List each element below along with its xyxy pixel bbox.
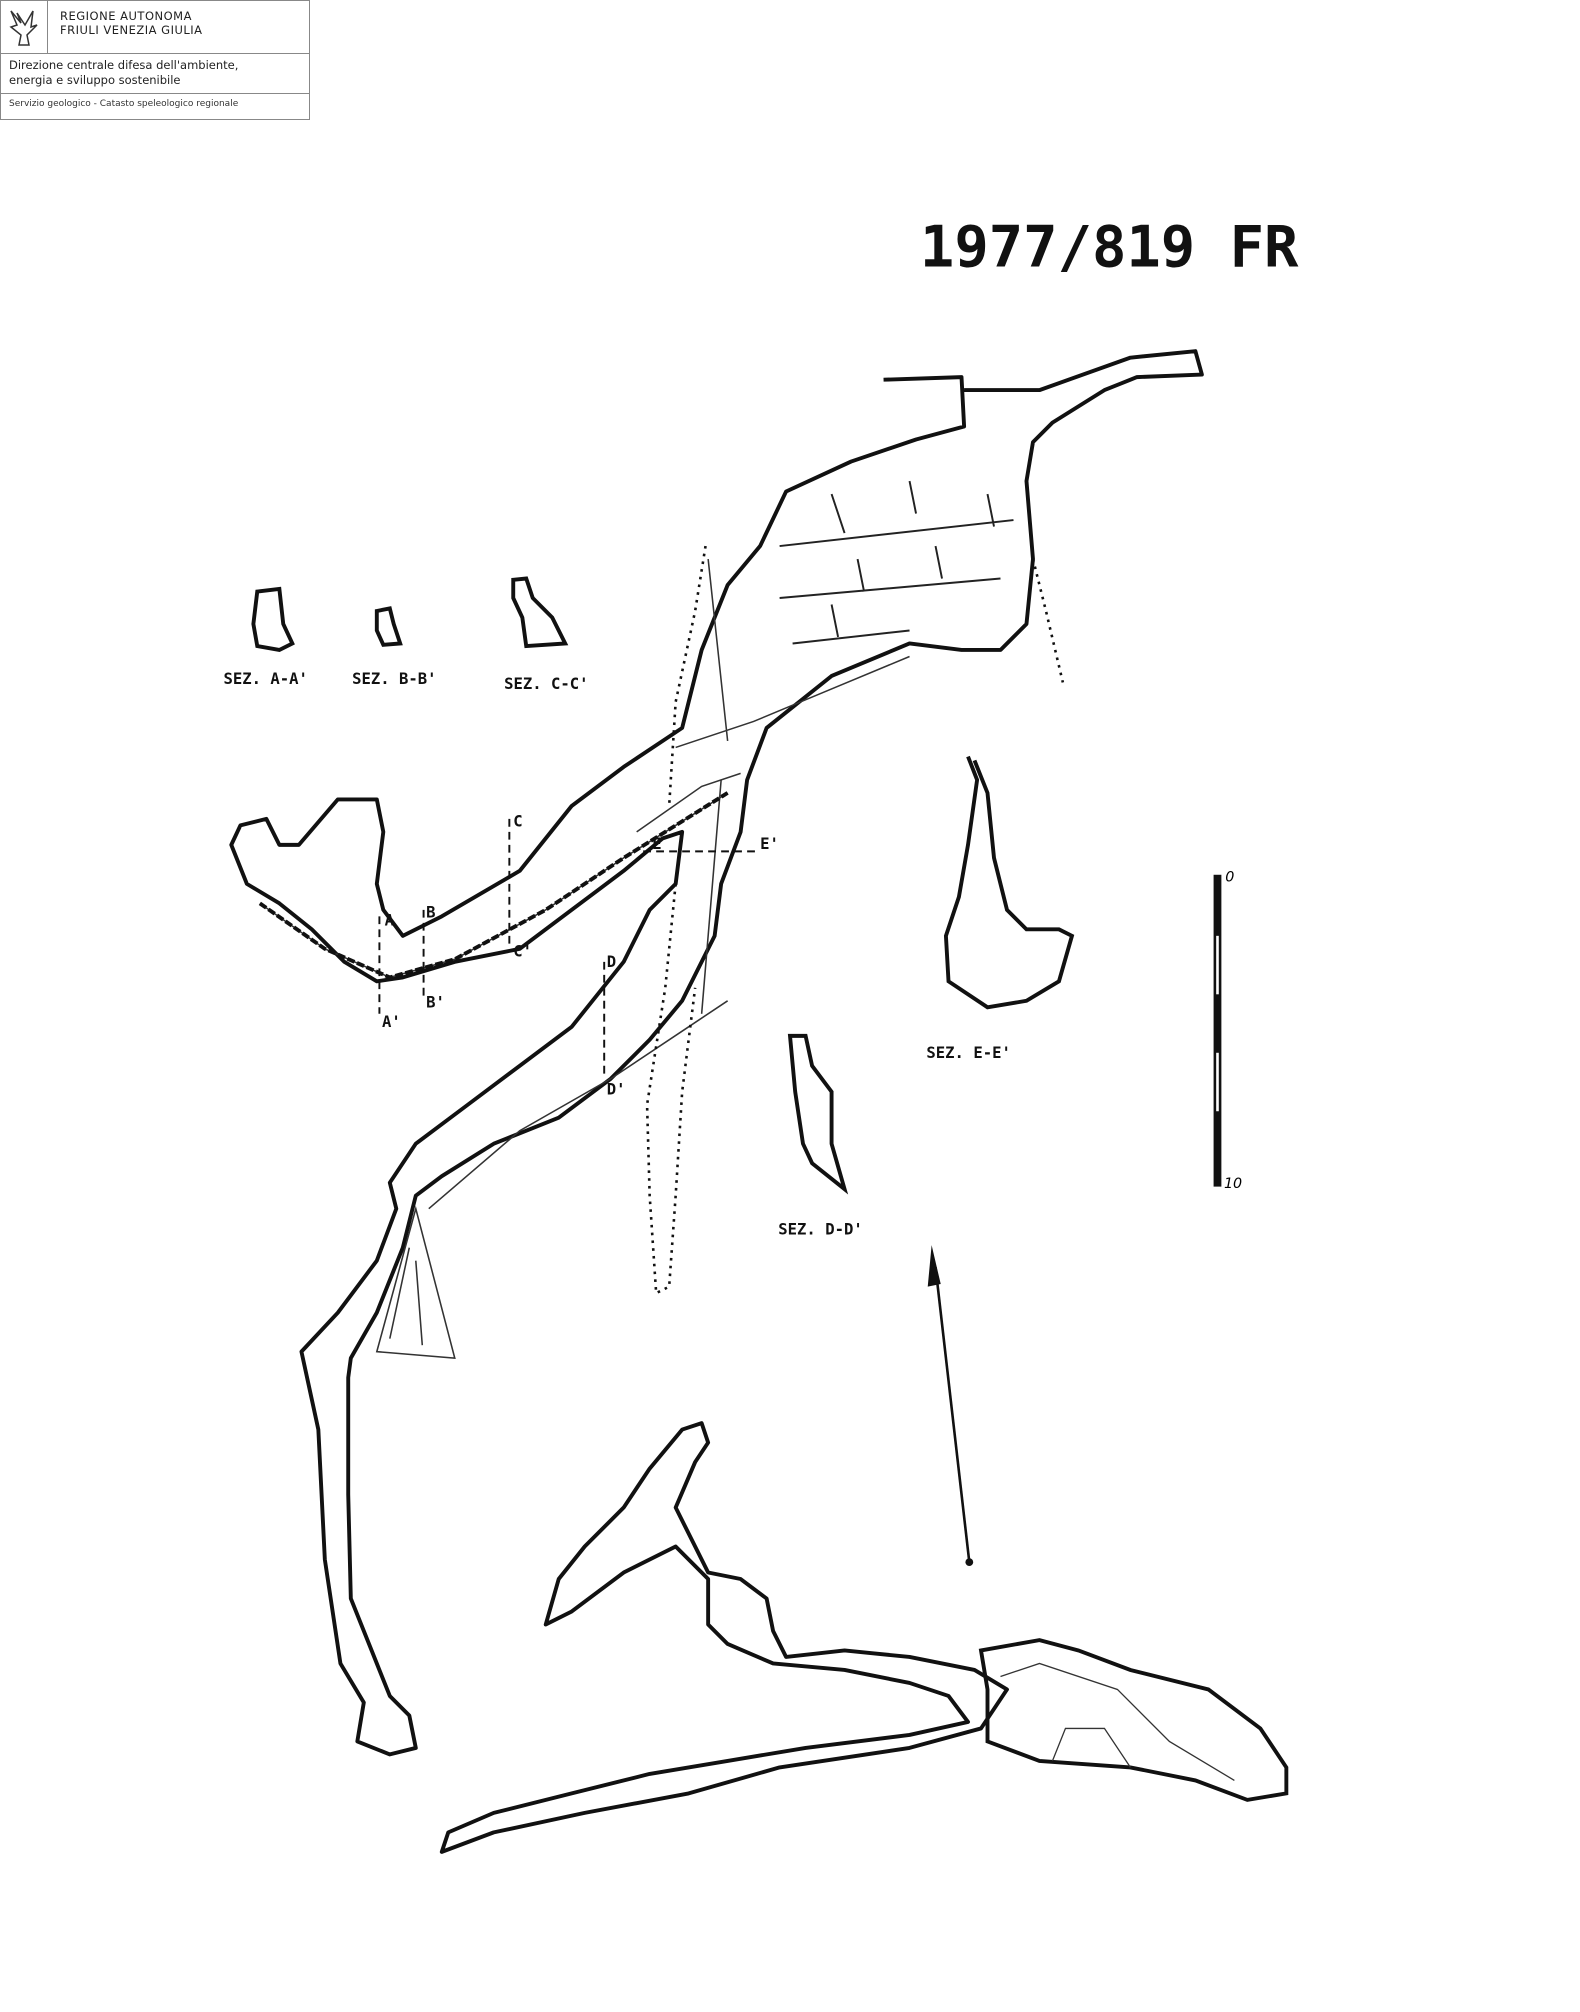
section-a-label: SEZ. A-A' (223, 670, 307, 688)
chamber-inner-lines (1000, 1662, 1235, 1781)
dotted-outline (645, 545, 1065, 1296)
org-line-2: FRIULI VENEZIA GIULIA (60, 23, 203, 37)
org-line-1: REGIONE AUTONOMA (60, 9, 192, 23)
direzione-line-2: energia e sviluppo sostenibile (9, 73, 181, 87)
scale-start: 0 (1225, 869, 1234, 885)
debris-cone-1 (375, 558, 729, 1359)
section-c-shape (511, 576, 569, 649)
mark-b-prime: B' (426, 993, 445, 1011)
section-e-shape (943, 755, 1075, 1010)
survey-title: 1977/819 FR (920, 215, 1299, 281)
section-e-label: SEZ. E-E' (926, 1044, 1010, 1062)
mark-c-prime: C' (513, 943, 532, 961)
cave-plan-lower (439, 1421, 1009, 1854)
scale-end: 10 (1224, 1176, 1242, 1192)
servizio-label: Servizio geologico - Catasto speleologic… (9, 99, 239, 109)
section-b-shape (374, 606, 403, 647)
mark-e: E (652, 835, 661, 853)
mark-e-prime: E' (760, 835, 779, 853)
mark-a-prime: A' (382, 1013, 401, 1031)
institution-header: REGIONE AUTONOMA FRIULI VENEZIA GIULIA D… (0, 0, 310, 120)
collapse-chain (258, 791, 729, 980)
cave-chamber (978, 1638, 1289, 1802)
cave-plan-upper (229, 349, 1204, 1757)
mark-d-prime: D' (607, 1080, 626, 1098)
eagle-icon (1, 1, 48, 53)
direzione-line-1: Direzione centrale difesa dell'ambiente, (9, 58, 239, 72)
mark-b: B (426, 904, 435, 922)
mark-d: D (607, 953, 616, 971)
north-arrow-icon (927, 1245, 974, 1567)
cave-floor-line (259, 655, 910, 1210)
scale-bar (1213, 874, 1222, 1187)
section-c-label: SEZ. C-C' (504, 675, 588, 693)
section-a-shape (251, 586, 295, 653)
section-lines (378, 818, 761, 1079)
block-pattern (779, 480, 1014, 645)
section-b-label: SEZ. B-B' (352, 670, 436, 688)
section-d-label: SEZ. D-D' (778, 1221, 862, 1239)
mark-a: A (385, 911, 395, 929)
section-d-shape (787, 1033, 849, 1195)
mark-c: C (513, 813, 522, 831)
